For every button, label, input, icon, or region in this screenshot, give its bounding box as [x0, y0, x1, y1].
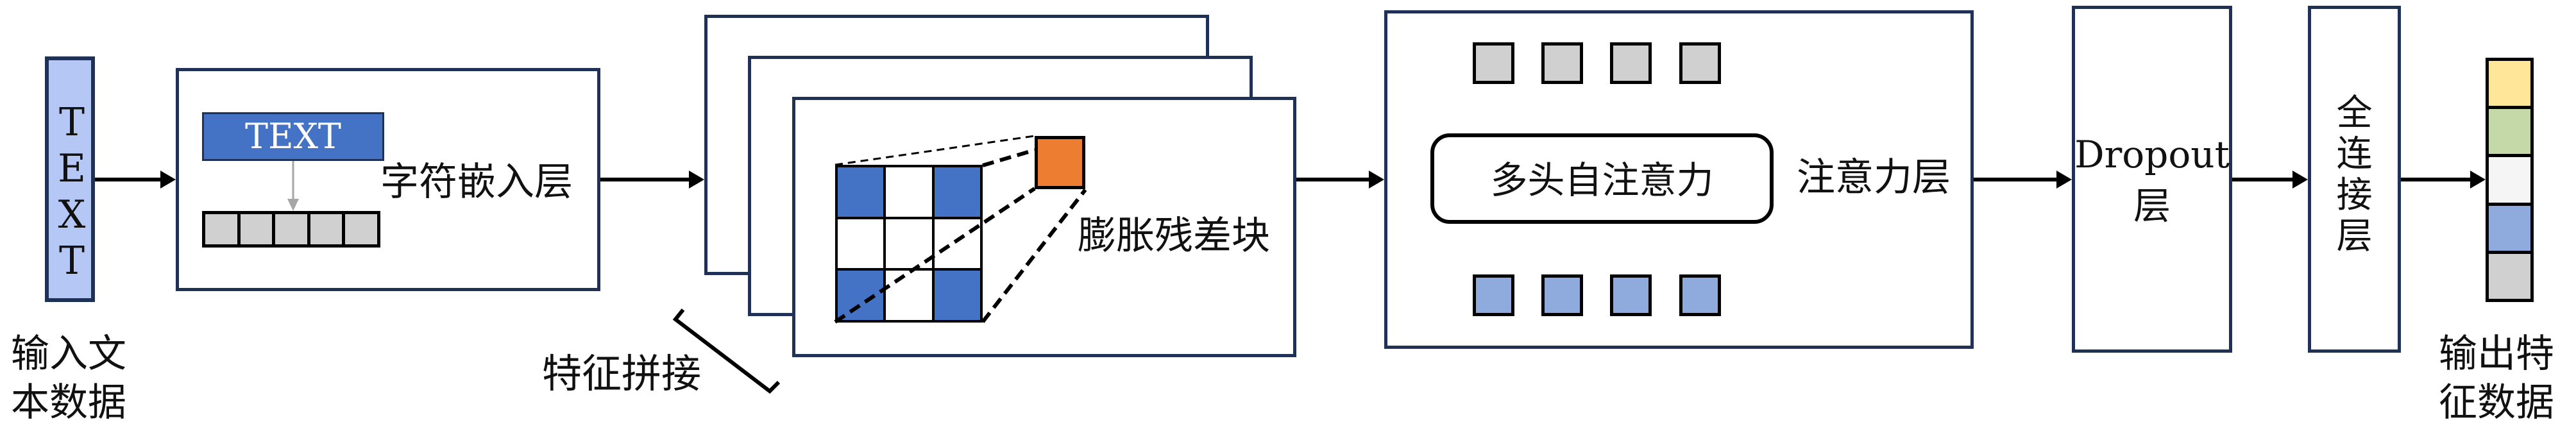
embedding-vector: [202, 211, 380, 248]
fc-layer-box: [2308, 6, 2401, 353]
embedding-vector-cell: [307, 214, 343, 244]
fc-label-char: 全: [2336, 92, 2373, 134]
output-feature-vector: [2486, 58, 2534, 302]
embedding-token-text: TEXT: [245, 116, 341, 156]
attention-input-head: [1541, 42, 1583, 84]
input-text-bar: TEXT: [45, 56, 95, 302]
attention-output-head: [1679, 274, 1721, 316]
attention-output-head: [1610, 274, 1652, 316]
arrow-input-to-embedding-head: [160, 171, 176, 189]
output-label-line1: 输出特: [2439, 332, 2554, 376]
output-vector-cell: [2489, 109, 2530, 155]
output-label-line2: 征数据: [2439, 380, 2554, 425]
attention-input-head: [1610, 42, 1652, 84]
attention-output-head: [1473, 274, 1514, 316]
embedding-inner-arrow-head: [287, 199, 299, 211]
dropout-label-line1: Dropout: [2074, 133, 2230, 176]
output-vector-cell: [2489, 157, 2530, 203]
multi-head-attention-box: 多头自注意力: [1430, 133, 1774, 224]
projection-line-top-thin: [835, 135, 1035, 166]
embedding-vector-cell: [237, 214, 273, 244]
kernel-cell-active: [838, 167, 884, 217]
arrow-attention-to-dropout-head: [2056, 171, 2072, 189]
fc-label-char: 连: [2336, 133, 2373, 175]
kernel-cell-active: [934, 167, 980, 217]
attention-input-head: [1679, 42, 1721, 84]
output-vector-cell: [2489, 61, 2530, 106]
kernel-cell-active: [838, 271, 884, 320]
embedding-layer-box: [176, 68, 600, 291]
dilated-kernel-grid: [835, 165, 983, 323]
feature-concat-label: 特征拼接: [542, 350, 702, 397]
kernel-cell-active: [934, 271, 980, 320]
fc-label-char: 接: [2336, 174, 2373, 216]
kernel-cell-empty: [838, 219, 884, 269]
attention-input-head: [1473, 42, 1514, 84]
embedding-vector-cell: [272, 214, 307, 244]
embedding-vector-cell: [205, 214, 237, 244]
kernel-cell-empty: [886, 167, 932, 217]
projection-line-bottom-right: [981, 189, 1087, 323]
projection-line-bottom-left: [834, 187, 1036, 324]
projection-line-top: [982, 148, 1035, 167]
output-vector-cell: [2489, 205, 2530, 251]
arrow-fc-to-output-head: [2470, 171, 2486, 189]
kernel-cell-empty: [886, 271, 932, 320]
fc-layer-label: 全连接层: [2308, 93, 2401, 257]
kernel-cell-empty: [934, 219, 980, 269]
dilated-block-label: 膨胀残差块: [1078, 214, 1270, 258]
input-label-line1: 输入文: [11, 332, 126, 376]
dilated-output-cell: [1035, 136, 1085, 189]
embedding-vector-cell: [342, 214, 377, 244]
attention-layer-label: 注意力层: [1797, 155, 1951, 200]
embedding-layer-label: 字符嵌入层: [380, 160, 573, 205]
input-text-bar-label: TEXT: [49, 100, 94, 285]
arrow-dropout-to-fc-head: [2292, 171, 2308, 189]
output-vector-cell: [2489, 253, 2530, 299]
dropout-layer-box: [2072, 6, 2232, 353]
embedding-token-box: TEXT: [202, 112, 384, 161]
attention-output-head: [1541, 274, 1583, 316]
input-label-line2: 本数据: [11, 380, 126, 425]
kernel-cell-empty: [886, 219, 932, 269]
arrow-embedding-to-dilated-head: [689, 171, 704, 189]
arrow-dilated-to-attention-head: [1369, 171, 1384, 189]
dropout-label-line2: 层: [2133, 184, 2171, 228]
concat-bracket: [672, 308, 781, 394]
multi-head-attention-label: 多头自注意力: [1490, 158, 1714, 202]
fc-label-char: 层: [2336, 215, 2373, 257]
